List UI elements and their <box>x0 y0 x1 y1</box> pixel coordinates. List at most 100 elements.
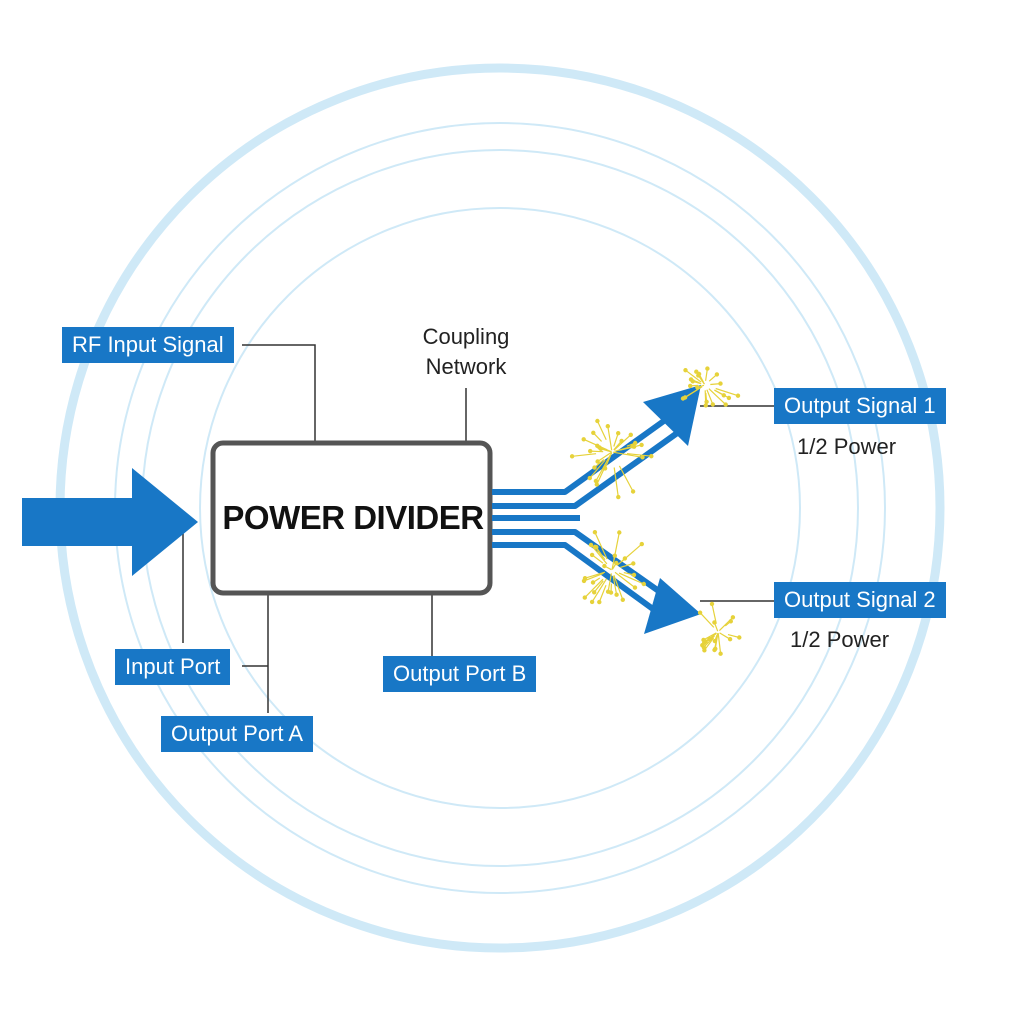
spark-dot <box>602 466 608 471</box>
spark-dot <box>597 599 602 605</box>
spark-dot <box>581 437 586 442</box>
input-port-label: Input Port <box>115 649 231 685</box>
spark-dot <box>701 637 706 643</box>
spark-dot <box>707 636 712 642</box>
spark-dot <box>694 369 699 374</box>
output-port-b-label: Output Port B <box>383 656 537 692</box>
spark-dot <box>705 366 710 371</box>
spark-dot <box>588 448 593 454</box>
spark-dot <box>688 383 693 389</box>
lower-branch-line-2 <box>492 542 670 623</box>
spark-ray <box>703 637 715 651</box>
spark-ray <box>593 580 604 593</box>
spark-dot <box>726 395 732 401</box>
spark-dot <box>589 552 595 558</box>
spark-ray <box>613 467 619 498</box>
spark-dot <box>633 440 638 446</box>
spark-ray <box>591 578 608 603</box>
spark-dot <box>592 590 597 595</box>
spark-ray <box>596 420 607 441</box>
spark-ray <box>619 444 642 451</box>
spark-dot <box>639 442 644 448</box>
spark-ray <box>597 451 612 462</box>
spark-dot <box>713 646 718 652</box>
spark-dot <box>617 530 622 535</box>
spark-ray <box>703 635 715 648</box>
spark-dot <box>649 454 654 459</box>
spark-dot <box>730 615 736 620</box>
spark-ray <box>572 453 597 457</box>
spark-ray <box>703 632 717 641</box>
output-signal-1-label: Output Signal 1 <box>774 388 946 424</box>
spark-dot <box>631 572 637 578</box>
output-signal-2-label: Output Signal 2 <box>774 582 946 618</box>
spark-ray <box>699 612 715 628</box>
spark-dot <box>594 545 599 550</box>
spark-dot <box>703 403 709 408</box>
signal-sparks <box>569 366 742 656</box>
spark-dot <box>605 589 611 594</box>
spark-dot <box>614 592 619 597</box>
spark-ray <box>711 603 717 624</box>
spark-dot <box>702 648 707 653</box>
spark-dot <box>704 399 709 404</box>
spark-dot <box>592 530 598 535</box>
output-port-a-label: Output Port A <box>161 716 314 752</box>
spark-dot <box>598 446 604 451</box>
spark-dot <box>592 465 597 470</box>
spark-dot <box>718 381 723 386</box>
spark-dot <box>737 635 742 640</box>
rf-input-signal-label: RF Input Signal <box>62 327 234 363</box>
spark-ray <box>598 584 607 603</box>
spark-dot <box>718 651 723 656</box>
spark-dot <box>690 379 696 384</box>
spark-dot <box>632 585 638 590</box>
lower-branch-line-1 <box>492 529 682 609</box>
spark-ray <box>583 572 604 582</box>
power-divider-block <box>210 440 493 596</box>
spark-dot <box>614 560 619 566</box>
spark-ray <box>612 451 643 458</box>
spark-dot <box>589 599 595 605</box>
spark-ray <box>595 546 606 561</box>
spark-dot <box>710 402 716 407</box>
spark-ray <box>591 554 604 564</box>
spark-dot <box>582 595 588 600</box>
spark-dot <box>700 643 705 648</box>
spark-ray <box>613 433 619 447</box>
spark-ray <box>583 438 608 451</box>
spark-dot <box>588 542 594 548</box>
leader-rf-input <box>242 344 316 443</box>
spark-dot <box>616 494 621 500</box>
spark-dot <box>605 424 611 429</box>
spark-dot <box>595 418 600 424</box>
spark-dot <box>616 431 621 436</box>
coupling-network-label: Coupling Network <box>406 324 526 380</box>
spark-dot <box>695 385 700 390</box>
spark-dot <box>696 373 701 378</box>
spark-dot <box>714 372 720 377</box>
spark-dot <box>622 556 628 561</box>
spark-ray <box>607 426 613 451</box>
spark-dot <box>680 396 686 401</box>
output-lines <box>492 415 682 623</box>
spark-ray <box>718 616 734 632</box>
spark-dot <box>721 393 727 398</box>
spark-dot <box>569 454 575 459</box>
power-divider-label: POWER DIVIDER <box>222 499 484 536</box>
spark-dot <box>628 432 634 437</box>
spark-dot <box>683 368 688 373</box>
spark-ray <box>584 571 606 579</box>
spark-ray <box>706 389 714 405</box>
spark-dot <box>602 563 607 569</box>
spark-dot <box>593 478 599 484</box>
spark-ray <box>682 388 699 400</box>
spark-ray <box>717 633 722 654</box>
spark-dot <box>595 459 600 464</box>
spark-dot <box>727 637 733 642</box>
ring-4 <box>199 207 801 809</box>
spark-ray <box>626 453 652 457</box>
spark-ray <box>685 369 702 383</box>
spark-dot <box>709 601 715 607</box>
